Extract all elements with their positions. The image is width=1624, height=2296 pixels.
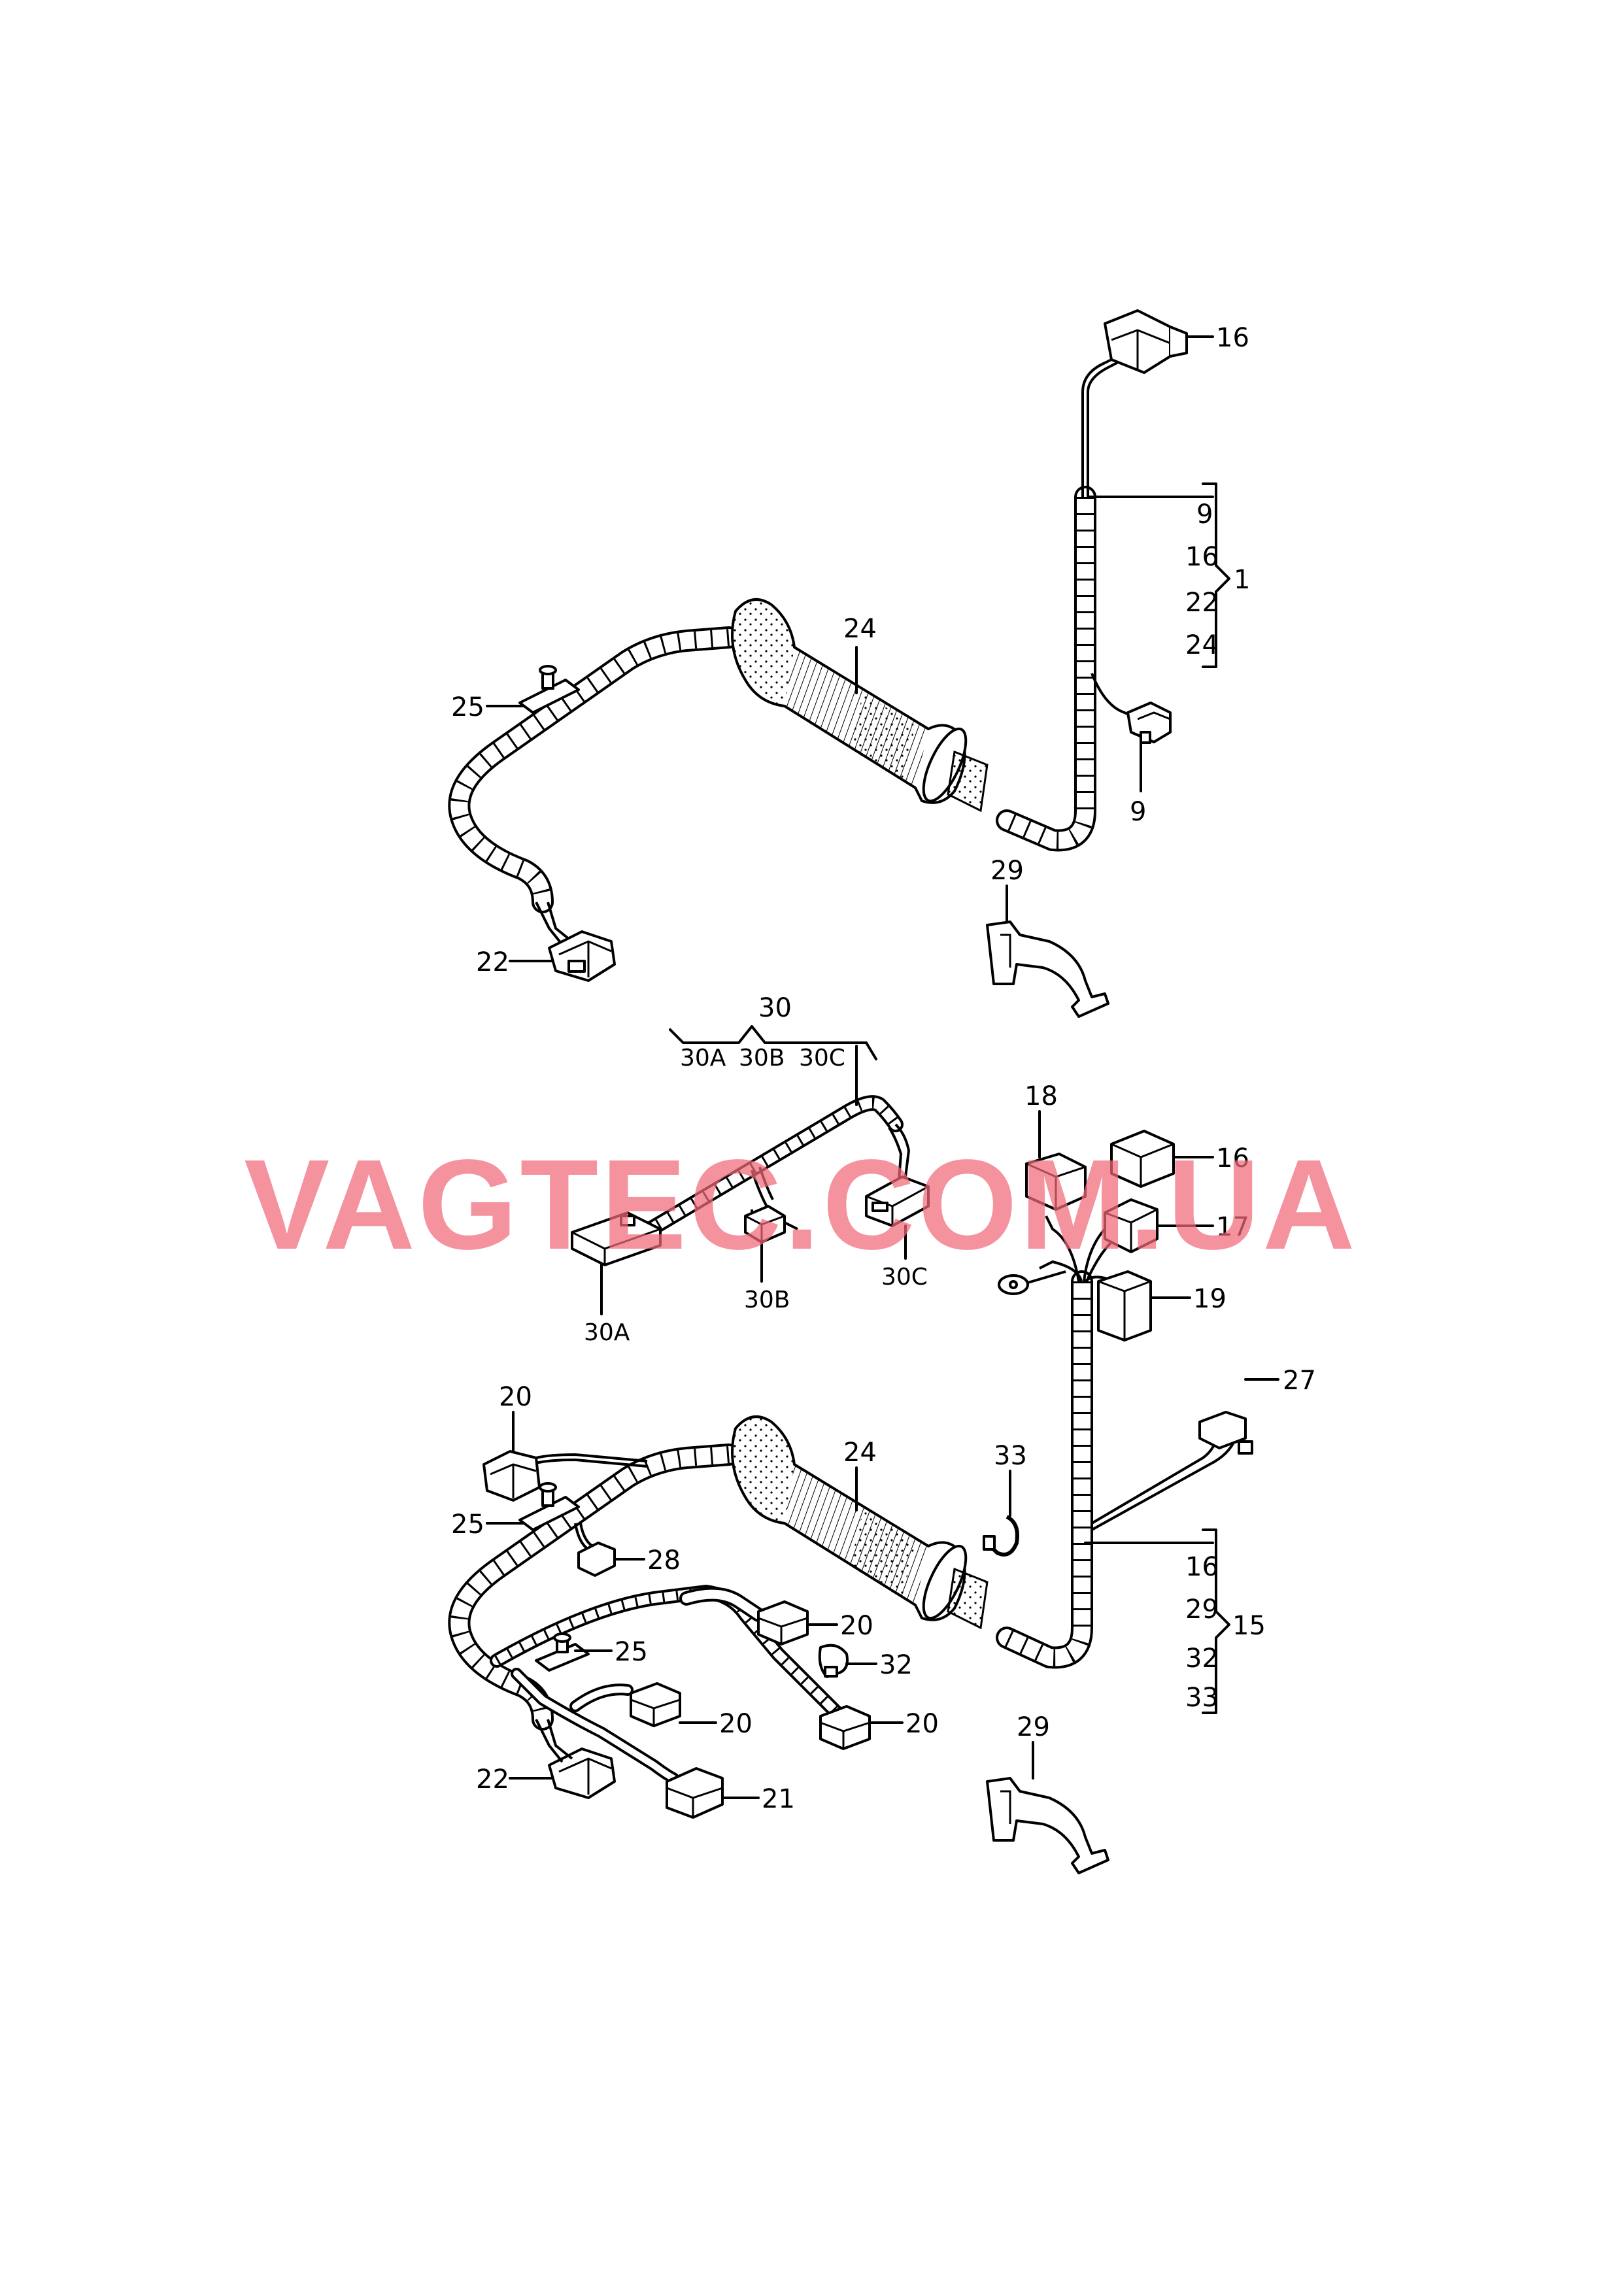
label-30b-sub: 30B	[739, 1045, 785, 1072]
label-15-group-parent: 15	[1232, 1611, 1266, 1641]
label-16-upper-connector: 16	[1216, 323, 1249, 353]
label-16-group: 16	[1185, 542, 1219, 572]
label-30a-sub: 30A	[680, 1045, 726, 1072]
upper-harness-assembly: 16 9 16 22 24 1 24 25 9 29 22	[448, 309, 1250, 1018]
label-22-connector-upper: 22	[476, 947, 509, 977]
connector-19	[1097, 1270, 1152, 1342]
connector-18	[1025, 1153, 1087, 1211]
bracket-29-upper	[986, 920, 1109, 1018]
label-19-connector: 19	[1193, 1284, 1226, 1314]
label-24-sleeve-lower: 24	[843, 1438, 877, 1468]
label-17-connector: 17	[1216, 1212, 1249, 1242]
ring-terminal	[998, 1270, 1066, 1295]
connector-22-upper	[548, 930, 616, 982]
label-25-clip-lower-a: 25	[451, 1510, 484, 1540]
label-29-bracket-upper: 29	[990, 856, 1024, 886]
upper-sleeve-24	[731, 598, 989, 813]
connector-21	[666, 1767, 724, 1819]
item-32	[818, 1644, 849, 1678]
label-22-connector-lower: 22	[476, 1764, 509, 1795]
label-29-group-lower: 29	[1185, 1595, 1219, 1625]
connector-30b	[744, 1205, 786, 1243]
label-24-sleeve-upper: 24	[843, 614, 877, 644]
label-30c-sub: 30C	[799, 1045, 845, 1072]
label-30c-connector: 30C	[881, 1264, 928, 1291]
upper-harness-trunk	[448, 486, 1096, 913]
connector-30a	[571, 1211, 662, 1266]
label-29-bracket-lower: 29	[1017, 1712, 1050, 1742]
label-28-connector: 28	[647, 1545, 681, 1576]
label-1-group-parent: 1	[1234, 565, 1250, 595]
clip-25-lower-a	[518, 1482, 580, 1531]
label-25-clip-lower-b: 25	[615, 1637, 648, 1667]
connector-20-top-left	[482, 1450, 541, 1502]
label-25-clip-upper: 25	[451, 692, 484, 722]
connector-16-top	[1104, 309, 1188, 374]
connector-9	[1126, 701, 1172, 744]
connector-20-mid	[757, 1600, 809, 1646]
connector-16-lower	[1110, 1130, 1175, 1188]
lower-sleeve-24	[731, 1415, 989, 1630]
label-30b-connector: 30B	[744, 1287, 790, 1313]
label-32-group-lower: 32	[1185, 1644, 1219, 1674]
upper-wire-to-22	[535, 902, 573, 946]
lower-harness-trunk	[448, 1211, 1237, 1784]
upper-wire-to-9	[1091, 673, 1138, 720]
connector-20-low	[630, 1682, 681, 1727]
bracket-29-lower	[986, 1777, 1109, 1874]
label-20-connector-low: 20	[719, 1709, 753, 1739]
label-32-item: 32	[879, 1650, 913, 1680]
label-21-connector: 21	[762, 1784, 795, 1814]
label-24-group: 24	[1185, 630, 1219, 660]
upper-leader-lines	[486, 335, 1230, 962]
label-30a-connector: 30A	[584, 1319, 630, 1346]
lower-leader-lines	[486, 1025, 1279, 1799]
label-30-group: 30	[758, 993, 792, 1023]
connector-17	[1104, 1198, 1159, 1253]
label-9-connector: 9	[1130, 797, 1146, 827]
label-22-group: 22	[1185, 588, 1219, 618]
connector-28	[577, 1542, 616, 1577]
upper-wire-to-16	[1081, 352, 1125, 497]
connector-27	[1198, 1411, 1253, 1455]
watermark: VAGTEC.COM.UA	[244, 1133, 1357, 1276]
label-16-connector-lower: 16	[1216, 1143, 1249, 1173]
label-33-group-lower: 33	[1185, 1683, 1219, 1713]
label-33-item: 33	[994, 1441, 1027, 1471]
label-27-connector: 27	[1283, 1366, 1316, 1396]
clip-25-upper	[518, 665, 580, 714]
label-16-group-lower: 16	[1185, 1552, 1219, 1582]
lower-harness-assembly: 30 30A 30B 30C 30A 30B 30C 18 16 17 19 2…	[448, 993, 1316, 1874]
label-20-connector-right: 20	[905, 1709, 939, 1739]
label-18-connector: 18	[1024, 1081, 1058, 1111]
connector-20-right	[819, 1705, 871, 1750]
label-20-connector-mid: 20	[840, 1611, 873, 1641]
item-33	[983, 1515, 1019, 1557]
connector-22-lower	[535, 1719, 616, 1799]
label-9-group: 9	[1196, 499, 1213, 530]
label-20-connector-top: 20	[499, 1382, 532, 1412]
connector-30c	[865, 1175, 930, 1227]
upper-wire-to-16-b	[1087, 357, 1126, 497]
